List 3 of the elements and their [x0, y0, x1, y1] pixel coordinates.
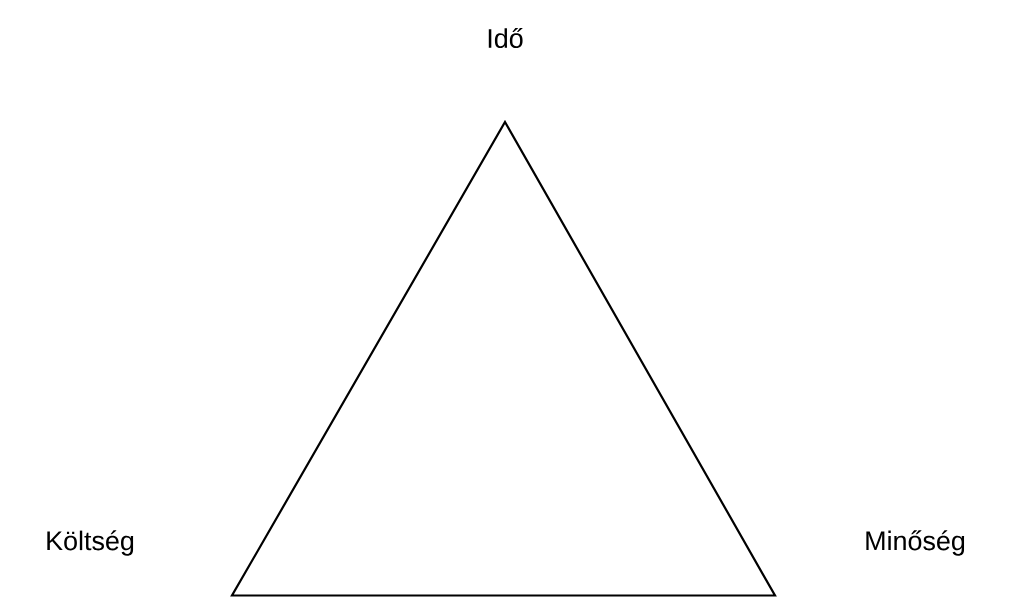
corner-label: Idő — [488, 27, 523, 49]
corner-label: Költség — [47, 530, 134, 556]
corner-label: Minőség — [866, 530, 965, 556]
